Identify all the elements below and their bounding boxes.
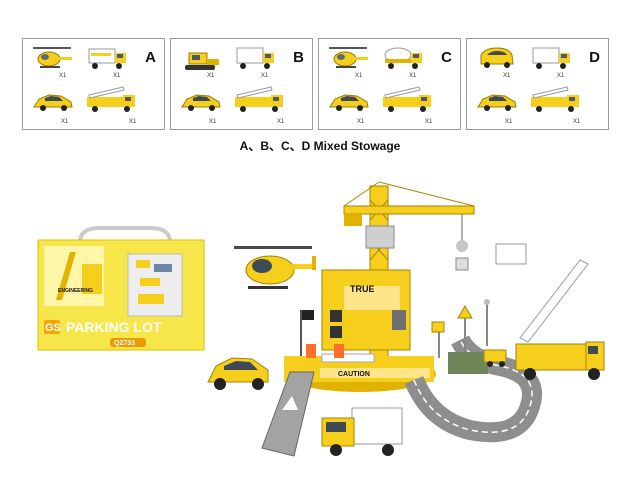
- quantity-label: X1: [277, 119, 285, 125]
- quantity-label: X1: [357, 119, 365, 125]
- quantity-label: X1: [505, 119, 513, 125]
- quantity-label: X1: [129, 119, 137, 125]
- quantity-label: X1: [59, 73, 67, 79]
- helicopter-icon: [33, 47, 72, 68]
- quantity-label: X1: [113, 73, 121, 79]
- garage-building: TRUE: [321, 269, 411, 351]
- panel-letter: C: [441, 49, 452, 66]
- box-side-text: ENGINEERING: [58, 288, 93, 294]
- ground-platform: CAUTION: [284, 310, 436, 392]
- fire-ladder-truck-icon: [235, 86, 283, 112]
- quantity-label: X1: [557, 73, 565, 79]
- bulldozer-icon: [185, 52, 219, 70]
- fire-ladder-truck-icon: [383, 86, 431, 112]
- sports-car-icon: [181, 94, 221, 111]
- retail-box: ENGINEERING GS PARKING LOT Q2733: [37, 226, 205, 351]
- configuration-panel-a: X1 X1 X1 X1 A: [22, 38, 165, 130]
- tower-text: TRUE: [350, 284, 375, 294]
- box-truck-icon: [532, 47, 570, 69]
- box-truck-toy: [321, 407, 403, 456]
- caution-sign-text: CAUTION: [338, 371, 370, 378]
- sports-car-toy: [207, 357, 269, 390]
- panel-letter: B: [293, 49, 304, 66]
- small-car-on-road: [483, 349, 507, 367]
- police-truck-icon: [88, 48, 126, 69]
- quantity-label: X1: [61, 119, 69, 125]
- configuration-panel-c: X1 X1 X1 X1 C: [318, 38, 461, 130]
- sports-car-icon: [329, 94, 369, 111]
- mixed-stowage-caption: A、B、C、D Mixed Stowage: [239, 139, 401, 153]
- quantity-label: X1: [503, 73, 511, 79]
- product-scene: ENGINEERING GS PARKING LOT Q2733: [37, 181, 605, 457]
- quantity-label: X1: [261, 73, 269, 79]
- compact-car-icon: [480, 47, 514, 68]
- box-title: PARKING LOT: [66, 319, 162, 335]
- fire-ladder-truck-icon: [531, 86, 579, 112]
- quantity-label: X1: [573, 119, 581, 125]
- sports-car-icon: [33, 94, 73, 111]
- quantity-label: X1: [355, 73, 363, 79]
- entry-ramp: [261, 371, 315, 457]
- panel-letter: D: [589, 49, 600, 66]
- quantity-label: X1: [209, 119, 217, 125]
- box-code: Q2733: [114, 340, 135, 347]
- quantity-label: X1: [409, 73, 417, 79]
- helicopter-icon: [329, 47, 368, 68]
- configuration-panel-b: X1 X1 X1 X1 B: [170, 38, 313, 130]
- fire-ladder-truck-toy: [495, 243, 605, 380]
- quantity-label: X1: [207, 73, 215, 79]
- mixer-truck-icon: [384, 47, 422, 69]
- box-truck-icon: [236, 47, 274, 69]
- box-logo: GS: [45, 322, 61, 334]
- panel-letter: A: [145, 49, 156, 66]
- sports-car-icon: [477, 94, 517, 111]
- configuration-panel-d: X1 X1 X1 X1 D: [466, 38, 609, 130]
- helicopter-toy: [234, 246, 316, 289]
- quantity-label: X1: [425, 119, 433, 125]
- fire-ladder-truck-icon: [87, 86, 135, 112]
